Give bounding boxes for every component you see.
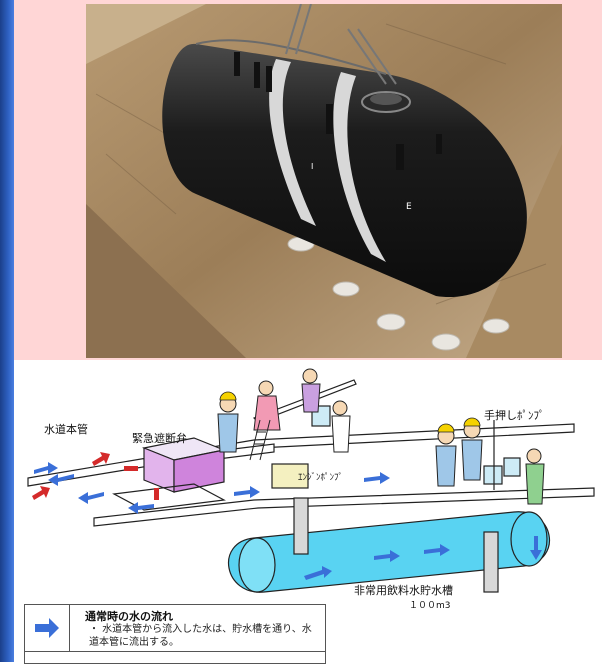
legend-title: 通常時の水の流れ xyxy=(85,610,173,623)
hand-pump-label: 手押しﾎﾟﾝﾌﾟ xyxy=(484,409,545,422)
tank-name-label: 非常用飲料水貯水槽 xyxy=(354,584,453,597)
water-flow-diagram: 水道本管 緊急遮断弁 手押しﾎﾟﾝﾌﾟ ｴﾝｼﾞﾝﾎﾟﾝﾌﾟ 非常用飲料水貯水槽… xyxy=(14,360,602,662)
main-pipe-label: 水道本管 xyxy=(44,423,88,436)
tank-photo: E I xyxy=(86,4,562,358)
legend-description: ・ 水道本管から流入した水は、貯水槽を通り、水道本管に流出する。 xyxy=(89,624,312,648)
legend-box: 通常時の水の流れ ・ 水道本管から流入した水は、貯水槽を通り、水道本管に流出する… xyxy=(24,604,326,664)
tank-capacity-label: １００m3 xyxy=(409,601,451,611)
svg-text:I: I xyxy=(311,162,313,171)
emergency-valve-label: 緊急遮断弁 xyxy=(132,432,187,445)
legend-divider xyxy=(25,651,325,652)
engine-pump-label: ｴﾝｼﾞﾝﾎﾟﾝﾌﾟ xyxy=(298,473,344,483)
left-side-bar xyxy=(0,0,14,662)
svg-text:E: E xyxy=(406,202,412,212)
legend-arrow-cell xyxy=(25,605,70,651)
flow-arrow-icon xyxy=(35,618,59,638)
